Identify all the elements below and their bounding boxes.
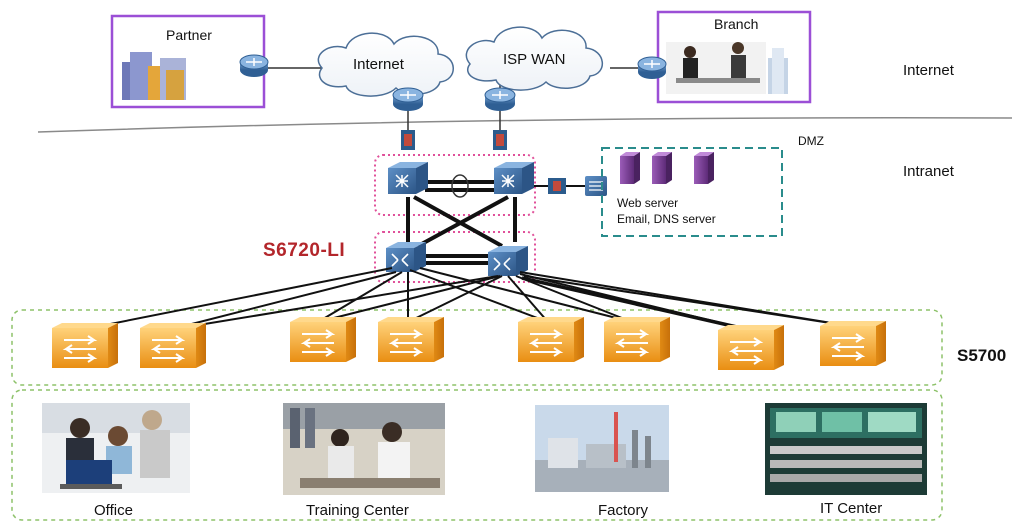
training-center-photo <box>283 403 445 495</box>
core-router-group <box>374 154 536 216</box>
core-switch-model-label: S6720-LI <box>263 240 346 261</box>
access-switch-icon <box>604 317 670 362</box>
internet-cloud-label: Internet <box>353 56 404 73</box>
access-switch-model-label: S5700 <box>957 346 1007 365</box>
site-label-training-center: Training Center <box>306 502 409 519</box>
sites-group <box>11 389 943 521</box>
site-label-it-center: IT Center <box>820 500 883 517</box>
branch-label: Branch <box>714 16 759 32</box>
uplink-lines <box>79 267 851 331</box>
zone-divider-line <box>37 117 1013 133</box>
access-switch-icon <box>820 321 886 366</box>
zone-label-intranet: Intranet <box>903 163 954 180</box>
dmz-server-label-1: Web server <box>617 196 679 210</box>
firewall-right-icon <box>493 130 507 150</box>
site-label-office: Office <box>94 502 133 519</box>
dmz-firewall-icon <box>548 178 566 194</box>
core-router-left-icon <box>388 162 428 194</box>
access-switch-icon <box>290 317 356 362</box>
partner-buildings-image <box>122 52 186 100</box>
access-switch-icon <box>52 323 118 368</box>
access-switch-icon <box>518 317 584 362</box>
core-switch-group <box>374 231 536 283</box>
dmz-server-2-icon <box>652 152 672 184</box>
it-center-photo <box>765 403 927 495</box>
access-switch-icon <box>718 325 784 370</box>
dmz-server-1-icon <box>620 152 640 184</box>
core-switch-right-icon <box>488 246 528 276</box>
internet-cloud <box>317 32 454 97</box>
dmz-frame <box>601 147 783 237</box>
core-switch-left-icon <box>386 242 426 272</box>
zone-label-dmz: DMZ <box>798 134 824 148</box>
wan-edge-router-icon <box>484 87 516 111</box>
partner-router-icon <box>239 54 269 77</box>
partner-label: Partner <box>166 27 212 43</box>
office-photo <box>42 403 190 493</box>
isp-wan-cloud <box>465 26 603 91</box>
access-switch-group <box>11 309 943 386</box>
core-router-right-icon <box>494 162 534 194</box>
branch-router-icon <box>637 56 667 79</box>
factory-photo <box>535 405 669 492</box>
isp-wan-cloud-label: ISP WAN <box>503 51 566 68</box>
site-label-factory: Factory <box>598 502 649 519</box>
internet-edge-router-icon <box>392 87 424 111</box>
firewall-left-icon <box>401 130 415 150</box>
zone-label-internet: Internet <box>903 62 954 79</box>
dmz-server-label-2: Email, DNS server <box>617 212 716 226</box>
access-switch-icon <box>378 317 444 362</box>
dmz-server-3-icon <box>694 152 714 184</box>
access-switch-icon <box>140 323 206 368</box>
dmz-switch-icon <box>585 176 607 196</box>
branch-people-image <box>666 42 788 94</box>
